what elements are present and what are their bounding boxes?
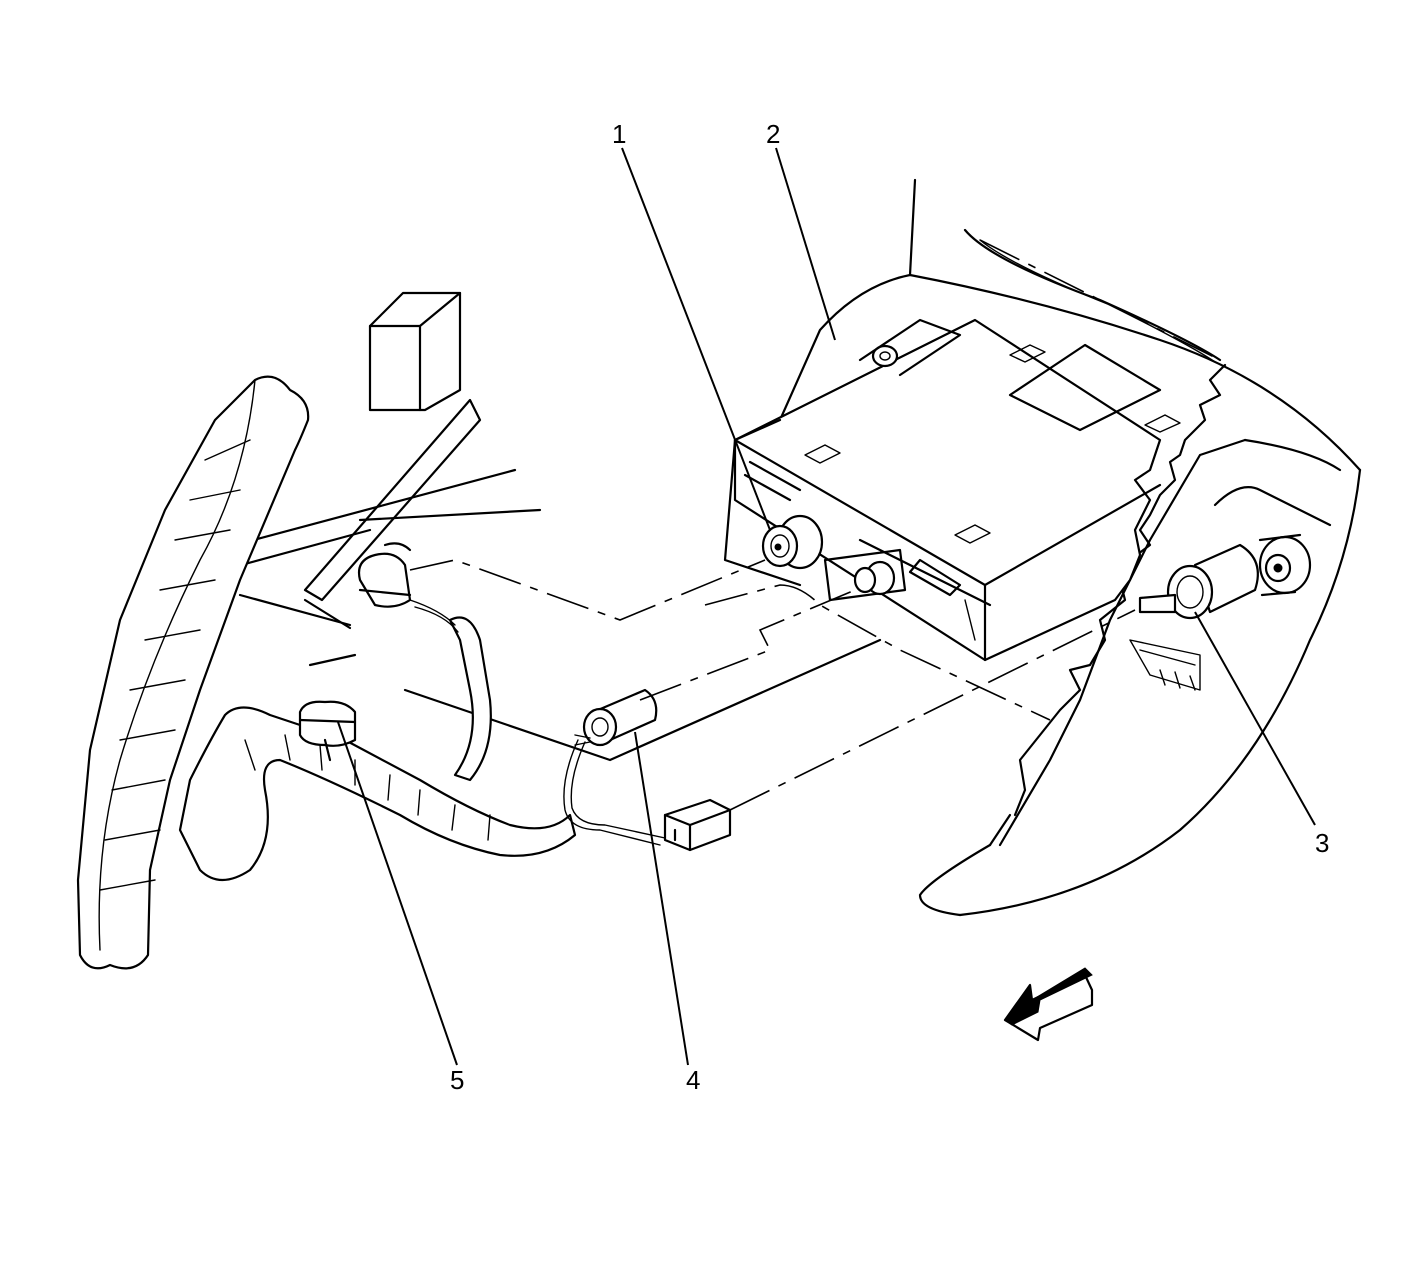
harness-clip-lower: [298, 700, 357, 762]
harness-connector: [663, 798, 732, 852]
callout-leaders: [337, 147, 1316, 1066]
callout-3: 3: [1315, 828, 1329, 858]
routing-lines: [409, 239, 1221, 811]
wiring-harness: [76, 375, 577, 970]
connector-center: [823, 548, 907, 602]
front-direction-arrow-icon: [1003, 967, 1094, 1042]
callout-1: 1: [612, 119, 626, 149]
harness-clip-upper: [357, 542, 412, 608]
sensor-connector: [563, 688, 666, 846]
connector-right: [1129, 533, 1312, 691]
callout-4: 4: [686, 1065, 700, 1095]
callout-5: 5: [450, 1065, 464, 1095]
connector-knob-left: [743, 460, 824, 570]
callout-2: 2: [766, 119, 780, 149]
control-module: [723, 318, 1181, 662]
